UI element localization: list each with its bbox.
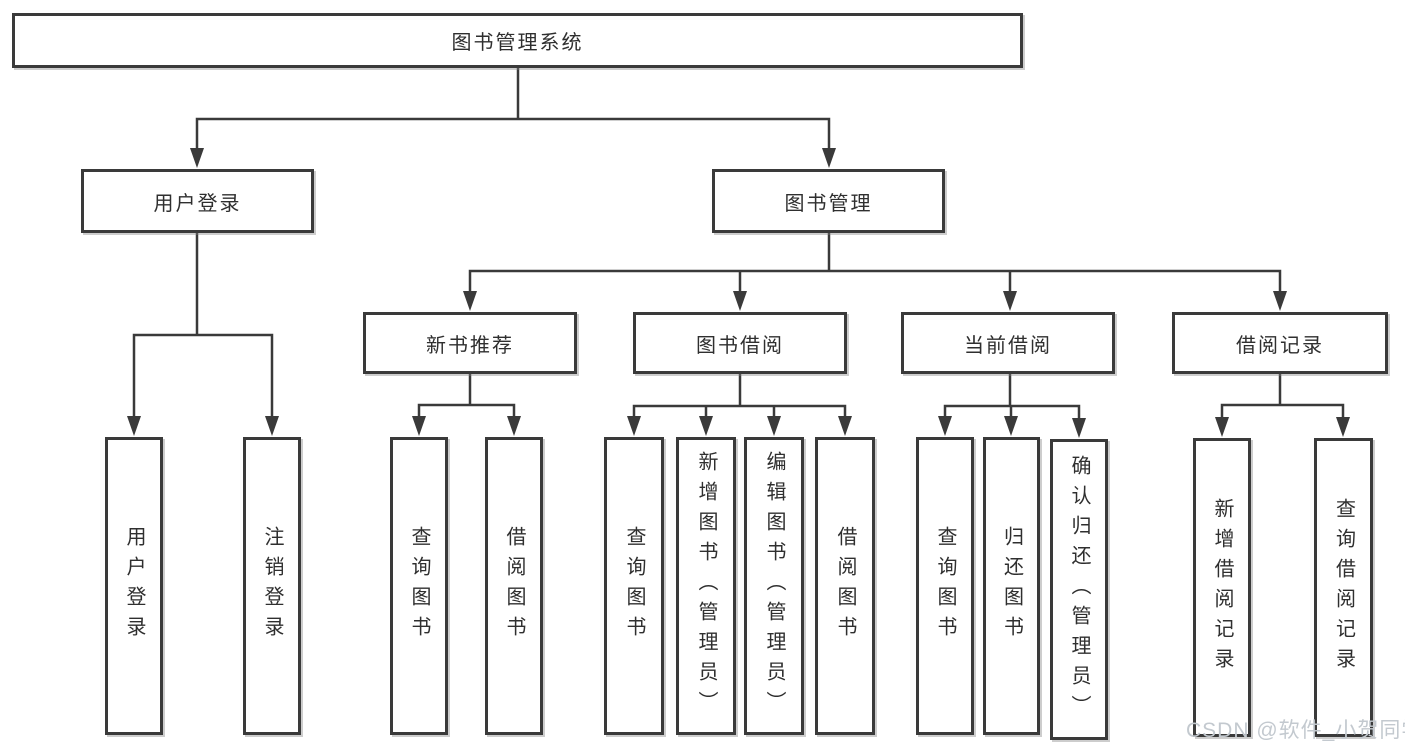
leaf-query-books-recommend: 查询图书	[390, 437, 448, 735]
leaf-query-books-current: 查询图书	[916, 437, 974, 735]
leaf-query-borrow-record: 查询借阅记录	[1314, 438, 1373, 737]
node-label: 借阅记录	[1236, 334, 1324, 357]
node-label: 用户登录	[123, 526, 145, 646]
node-label: 查询图书	[934, 526, 956, 646]
leaf-add-borrow-record: 新增借阅记录	[1193, 438, 1251, 737]
node-label: 查询图书	[623, 526, 645, 646]
leaf-borrow-books-recommend: 借阅图书	[485, 437, 543, 735]
connector-borrow-records-branch	[1215, 374, 1350, 437]
node-borrow-records: 借阅记录	[1172, 312, 1388, 374]
node-label: 借阅图书	[503, 526, 525, 646]
node-label: 查询图书	[408, 526, 430, 646]
node-new-book-recommend: 新书推荐	[363, 312, 577, 374]
connector-current-borrow-branch	[938, 374, 1086, 438]
node-current-borrow: 当前借阅	[901, 312, 1115, 374]
connector-root-to-level2	[190, 68, 836, 168]
node-label: 新书推荐	[426, 334, 514, 357]
node-user-login: 用户登录	[81, 169, 314, 233]
node-label: 编辑图书（管理员）	[763, 451, 785, 721]
node-label: 用户登录	[153, 192, 242, 215]
leaf-user-login: 用户登录	[105, 437, 163, 735]
node-label: 新增借阅记录	[1211, 497, 1233, 678]
node-book-borrow: 图书借阅	[633, 312, 847, 374]
node-root-library-system: 图书管理系统	[12, 13, 1023, 68]
node-label: 确认归还（管理员）	[1068, 454, 1090, 725]
connector-user-login-branch	[127, 233, 279, 436]
csdn-watermark: CSDN @软件_小贺同学	[1186, 719, 1405, 742]
connector-new-book-branch	[412, 374, 521, 436]
leaf-borrow-books: 借阅图书	[815, 437, 875, 735]
node-label: 借阅图书	[834, 526, 856, 646]
connector-book-borrow-branch	[627, 374, 852, 436]
node-label: 图书管理系统	[451, 32, 584, 54]
leaf-add-books-admin: 新增图书（管理员）	[676, 437, 736, 735]
leaf-confirm-return-admin: 确认归还（管理员）	[1050, 439, 1108, 740]
leaf-logout: 注销登录	[243, 437, 301, 735]
node-label: 归还图书	[1000, 526, 1023, 646]
connector-book-management-to-level3	[463, 233, 1287, 311]
node-label: 新增图书（管理员）	[695, 451, 717, 721]
node-book-management: 图书管理	[712, 169, 945, 233]
node-label: 图书管理	[784, 192, 873, 215]
node-label: 注销登录	[261, 526, 283, 646]
node-label: 图书借阅	[696, 334, 784, 357]
node-label: 当前借阅	[964, 334, 1052, 357]
node-label: 查询借阅记录	[1332, 497, 1355, 678]
leaf-query-books-borrow: 查询图书	[604, 437, 664, 735]
leaf-edit-books-admin: 编辑图书（管理员）	[744, 437, 804, 735]
leaf-return-books: 归还图书	[983, 437, 1040, 735]
